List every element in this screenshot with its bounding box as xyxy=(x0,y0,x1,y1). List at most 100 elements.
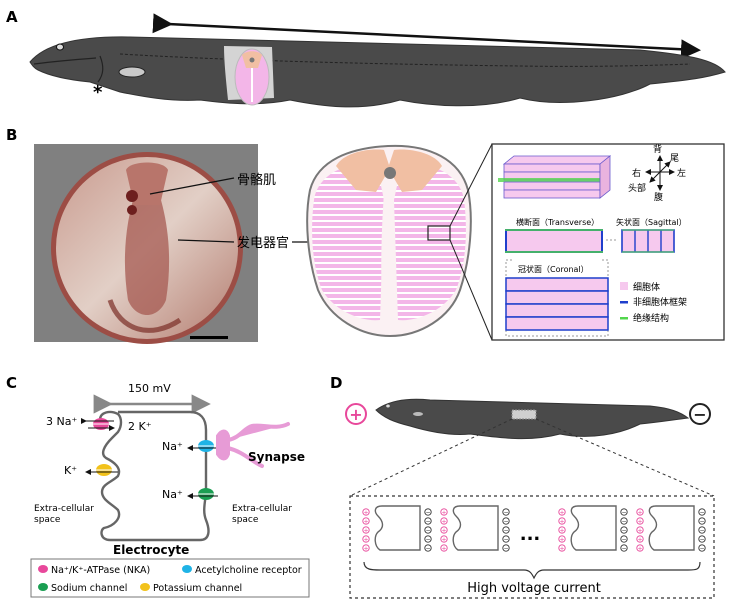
positive-charge xyxy=(636,526,644,534)
negative-charge-symbol: − xyxy=(699,518,704,525)
positive-charge xyxy=(362,508,370,516)
positive-charge-symbol: + xyxy=(363,545,368,552)
electrocyte-outline xyxy=(648,505,695,551)
negative-charge xyxy=(620,535,628,543)
panel-label-a: A xyxy=(6,8,18,26)
positive-charge-symbol: + xyxy=(441,545,446,552)
positive-charge-symbol: + xyxy=(441,527,446,534)
nka-pump xyxy=(81,418,115,431)
electrocyte-outline xyxy=(570,505,617,551)
negative-charge-symbol: − xyxy=(425,545,430,552)
negative-charge xyxy=(698,544,706,552)
high-voltage-caption: High voltage current xyxy=(467,581,601,596)
eel-body xyxy=(29,36,726,108)
negative-charge xyxy=(698,517,706,525)
positive-charge xyxy=(558,544,566,552)
positive-charge xyxy=(558,526,566,534)
panel-label-d: D xyxy=(330,374,342,392)
dir-up: 背 xyxy=(653,143,662,155)
negative-charge-symbol: − xyxy=(425,509,430,516)
muscle-leader xyxy=(149,177,235,195)
negative-charge xyxy=(424,526,432,534)
potassium-channel xyxy=(85,464,118,476)
negative-charge xyxy=(502,535,510,543)
negative-charge-symbol: − xyxy=(425,527,430,534)
electrocyte-outline xyxy=(374,505,421,551)
negative-charge xyxy=(620,517,628,525)
panel-a: A * xyxy=(6,8,726,108)
spine-dot xyxy=(384,167,396,179)
legend-insulation-swatch xyxy=(620,317,628,320)
dir-left: 左 xyxy=(677,167,686,179)
negative-charge-symbol: − xyxy=(503,509,508,516)
pectoral-fin xyxy=(118,66,146,78)
gill-asterisk: * xyxy=(93,82,103,103)
positive-charge-symbol: + xyxy=(637,536,642,543)
na-ach-label: Na⁺ xyxy=(162,440,183,453)
negative-charge xyxy=(502,544,510,552)
negative-charge-symbol: − xyxy=(699,545,704,552)
negative-charge-symbol: − xyxy=(699,527,704,534)
eel-eye-small xyxy=(386,404,390,408)
extra-left-2: space xyxy=(34,515,61,525)
positive-charge xyxy=(636,517,644,525)
extra-left-1: Extra-cellular xyxy=(34,504,94,514)
coronal-label: 冠状面（Coronal） xyxy=(518,264,589,274)
legend-achr-swatch xyxy=(182,565,192,573)
panel-c: C 150 mV 3 Na⁺ 2 K⁺ K⁺ Na⁺ Synapse xyxy=(6,374,310,598)
organ-leader xyxy=(177,239,235,243)
positive-charge xyxy=(558,508,566,516)
negative-charge-symbol: − xyxy=(621,527,626,534)
negative-charge-symbol: − xyxy=(699,536,704,543)
positive-charge xyxy=(440,508,448,516)
legend-insulation: 绝缘结构 xyxy=(633,312,669,324)
dir-right: 右 xyxy=(632,167,641,179)
voltage-label: 150 mV xyxy=(128,382,171,395)
legend-sodium: Sodium channel xyxy=(51,583,127,594)
transverse-label: 横断面（Transverse） xyxy=(516,217,599,227)
negative-charge-symbol: − xyxy=(503,527,508,534)
negative-charge xyxy=(620,544,628,552)
electrocyte-unit: +++++−−−−− xyxy=(440,505,510,552)
negative-charge-symbol: − xyxy=(699,509,704,516)
electrocyte-row: +++++−−−−−+++++−−−−−+++++−−−−−+++++−−−−− xyxy=(362,505,706,552)
positive-charge xyxy=(558,517,566,525)
negative-charge xyxy=(698,508,706,516)
positive-charge xyxy=(440,517,448,525)
electrocyte-stack-box xyxy=(349,495,715,599)
negative-charge xyxy=(424,508,432,516)
k-in-label: 2 K⁺ xyxy=(128,420,152,433)
electrocyte-unit: +++++−−−−− xyxy=(558,505,628,552)
synapse-label: Synapse xyxy=(248,450,305,464)
negative-charge xyxy=(502,517,510,525)
eel-lateral-line xyxy=(119,53,691,67)
scale-bar xyxy=(190,336,228,339)
legend-frame-swatch xyxy=(620,301,628,304)
positive-charge-symbol: + xyxy=(363,527,368,534)
plus-terminal xyxy=(345,403,367,425)
negative-charge xyxy=(620,526,628,534)
positive-charge xyxy=(362,535,370,543)
legend-cell-body-swatch xyxy=(620,282,628,290)
positive-charge xyxy=(440,544,448,552)
negative-charge-symbol: − xyxy=(621,545,626,552)
negative-charge-symbol: − xyxy=(425,536,430,543)
cross-section-photo xyxy=(34,144,258,344)
positive-charge-symbol: + xyxy=(441,518,446,525)
sagittal-label: 矢状面（Sagittal） xyxy=(616,217,687,227)
coronal-section xyxy=(505,277,609,331)
negative-charge-symbol: − xyxy=(503,518,508,525)
positive-charge xyxy=(636,535,644,543)
extra-right-2: space xyxy=(232,515,259,525)
positive-charge-symbol: + xyxy=(441,536,446,543)
positive-charge xyxy=(440,535,448,543)
negative-charge-symbol: − xyxy=(621,518,626,525)
legend-nka-swatch xyxy=(38,565,48,573)
extra-right-1: Extra-cellular xyxy=(232,504,292,514)
minus-symbol: − xyxy=(693,405,706,424)
positive-charge-symbol: + xyxy=(637,545,642,552)
positive-charge xyxy=(636,544,644,552)
positive-charge-symbol: + xyxy=(363,518,368,525)
zoom-line-right xyxy=(535,418,715,497)
negative-charge xyxy=(698,526,706,534)
